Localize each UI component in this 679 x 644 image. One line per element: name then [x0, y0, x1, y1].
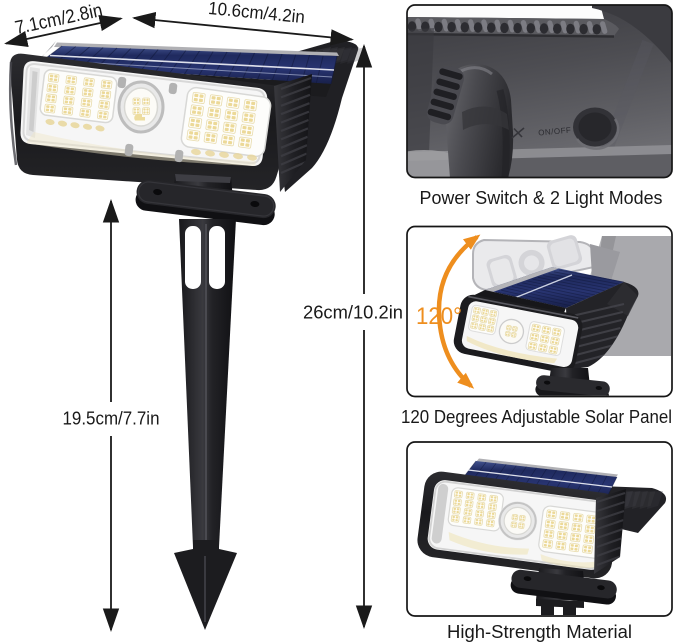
- svg-text:High-Strength Material: High-Strength Material: [447, 621, 632, 642]
- svg-text:19.5cm/7.7in: 19.5cm/7.7in: [63, 408, 160, 429]
- svg-text:120°: 120°: [416, 303, 462, 330]
- svg-text:26cm/10.2in: 26cm/10.2in: [303, 302, 403, 323]
- svg-text:Power Switch & 2 Light Modes: Power Switch & 2 Light Modes: [420, 187, 663, 208]
- svg-text:10.6cm/4.2in: 10.6cm/4.2in: [207, 0, 305, 27]
- svg-text:7.1cm/2.8in: 7.1cm/2.8in: [13, 0, 104, 39]
- svg-text:ON/OFF: ON/OFF: [538, 126, 572, 138]
- svg-text:120 Degrees Adjustable Solar P: 120 Degrees Adjustable Solar Panel: [401, 407, 672, 427]
